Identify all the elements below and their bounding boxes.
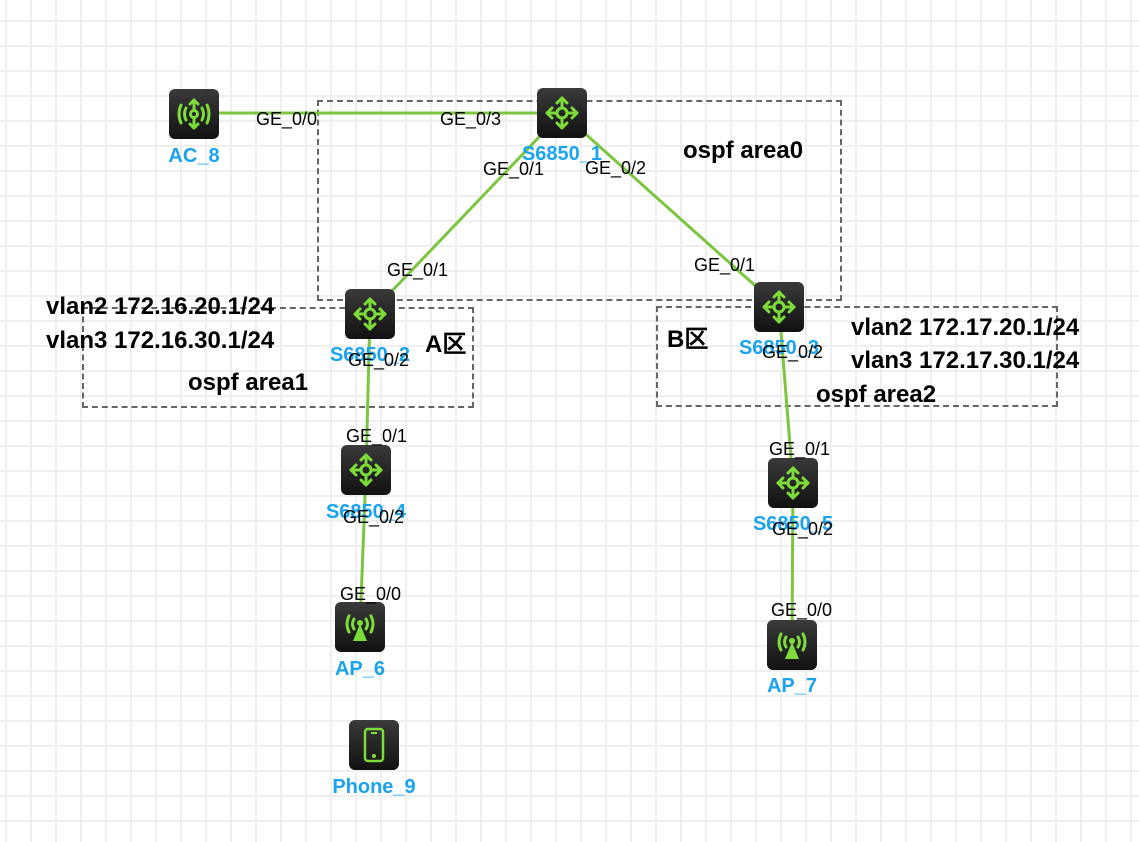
device-s6850-5[interactable] <box>768 458 818 508</box>
port-label-s1-ge03: GE_0/3 <box>440 109 502 129</box>
port-label-s1-ge01: GE_0/1 <box>483 159 545 179</box>
port-label-s4-ge01: GE_0/1 <box>346 426 408 446</box>
port-label-ac8-ge00: GE_0/0 <box>256 109 318 129</box>
port-label-s1-ge02: GE_0/2 <box>585 158 647 178</box>
l3-switch-icon <box>349 453 383 487</box>
port-label-s3-ge02: GE_0/2 <box>762 342 824 362</box>
zone-a-label: A区 <box>425 331 467 358</box>
area0-label: ospf area0 <box>683 137 804 164</box>
vlan3-note-a: vlan3 172.16.30.1/24 <box>46 327 275 354</box>
area1-box[interactable] <box>82 307 474 408</box>
device-label-ac8: AC_8 <box>168 145 220 167</box>
zone-b-label: B区 <box>667 326 709 353</box>
device-s6850-4[interactable] <box>341 445 391 495</box>
device-label-s6850-2: S6850_2 <box>329 344 411 366</box>
vlan3-note-b: vlan3 172.17.30.1/24 <box>851 347 1080 374</box>
wireless-controller-icon <box>177 98 211 130</box>
area2-box[interactable] <box>656 306 1058 407</box>
l3-switch-icon <box>545 96 579 130</box>
device-ap7[interactable] <box>767 620 817 670</box>
area1-label: ospf area1 <box>188 369 309 396</box>
port-label-ap7-ge00: GE_0/0 <box>771 600 833 620</box>
link-s1-s2[interactable] <box>368 111 564 316</box>
link-s5-ap7[interactable] <box>790 482 795 646</box>
vlan2-note-a: vlan2 172.16.20.1/24 <box>46 293 275 320</box>
device-ap6[interactable] <box>335 602 385 652</box>
device-s6850-2[interactable] <box>345 289 395 339</box>
port-label-s4-ge02: GE_0/2 <box>343 507 405 527</box>
port-label-s5-ge01: GE_0/1 <box>769 439 831 459</box>
device-label-s6850-3: S6850_3 <box>738 337 820 359</box>
device-label-s6850-4: S6850_4 <box>325 501 407 523</box>
port-label-s5-ge02: GE_0/2 <box>772 519 834 539</box>
l3-switch-icon <box>353 297 387 331</box>
device-label-ap6: AP_6 <box>334 658 386 680</box>
device-ac8[interactable] <box>169 89 219 139</box>
link-s4-ap6[interactable] <box>358 469 368 628</box>
access-point-icon <box>345 614 375 643</box>
device-label-ap7: AP_7 <box>766 675 818 697</box>
vlan2-note-b: vlan2 172.17.20.1/24 <box>851 314 1080 341</box>
port-label-s3-ge01: GE_0/1 <box>694 255 756 275</box>
l3-switch-icon <box>762 290 796 324</box>
device-label-phone9: Phone_9 <box>332 776 416 798</box>
port-label-s2-ge02: GE_0/2 <box>348 350 410 370</box>
l3-switch-icon <box>776 466 810 500</box>
port-label-ap6-ge00: GE_0/0 <box>340 584 402 604</box>
device-phone9[interactable] <box>349 720 399 770</box>
access-point-icon <box>777 632 807 661</box>
link-s1-s3[interactable] <box>561 111 780 309</box>
phone-icon <box>363 727 385 763</box>
port-label-s2-ge01: GE_0/1 <box>387 260 449 280</box>
link-s2-s4[interactable] <box>364 313 372 471</box>
device-label-s6850-1: S6850_1 <box>521 143 603 165</box>
device-label-s6850-5: S6850_5 <box>752 513 834 535</box>
area2-label: ospf area2 <box>816 381 937 408</box>
device-s6850-1[interactable] <box>537 88 587 138</box>
device-s6850-3[interactable] <box>754 282 804 332</box>
link-s3-s5[interactable] <box>777 306 795 484</box>
